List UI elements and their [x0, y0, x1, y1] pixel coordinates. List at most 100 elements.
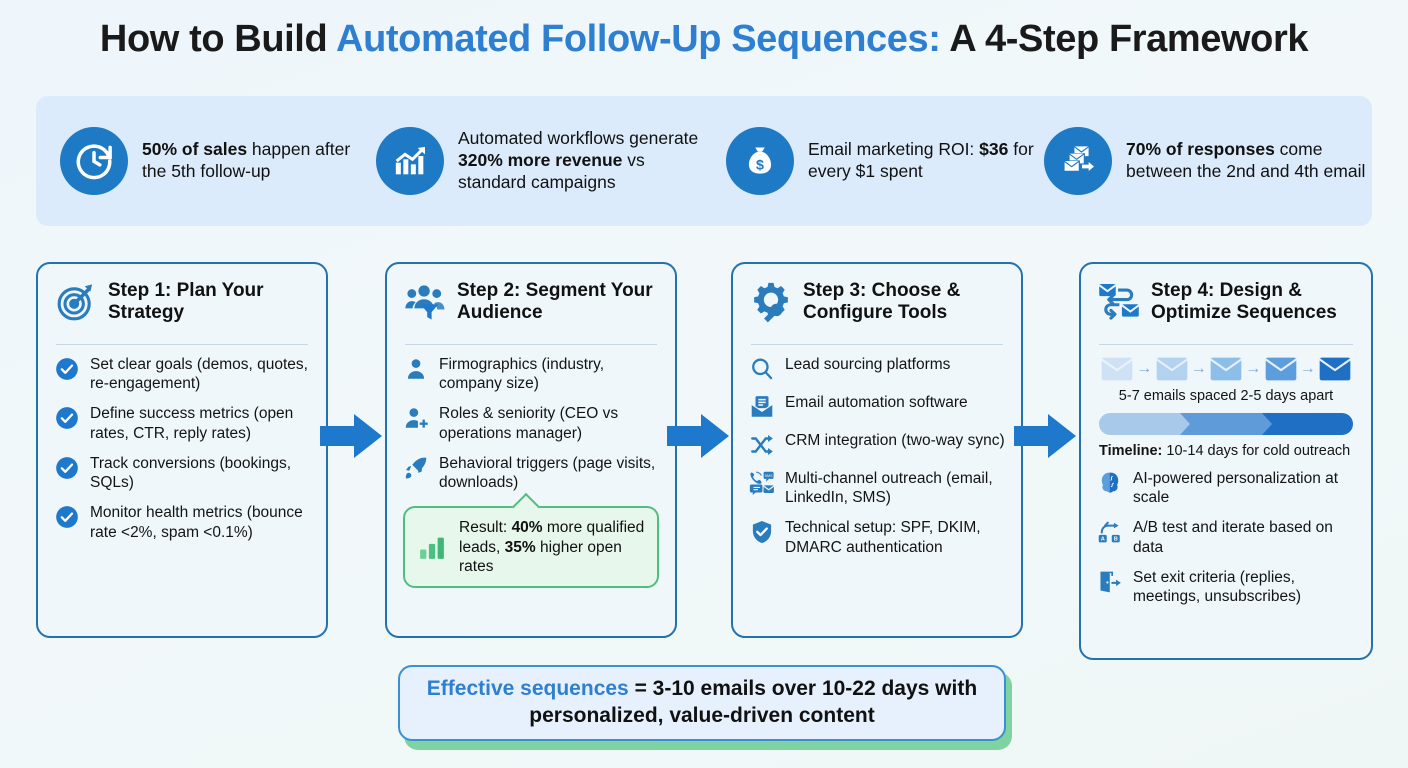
envelope-icon: [1264, 357, 1297, 381]
shield-check-icon: [749, 519, 775, 545]
list-item-label: Technical setup: SPF, DKIM, DMARC authen…: [785, 519, 981, 556]
check-circle-icon: [54, 405, 80, 431]
stat-bold-2: $36: [979, 139, 1009, 160]
sequence-arrow-icon: →: [1136, 360, 1153, 377]
timeline-progress-bar: [1099, 413, 1353, 435]
envelope-icon: [1210, 357, 1242, 381]
envelope-icon: [1101, 357, 1133, 381]
step-1-title: Step 1: Plan Your Strategy: [108, 280, 264, 324]
step-4-header: Step 4: Design & Optimize Sequences: [1097, 278, 1355, 334]
step-4-title: Step 4: Design & Optimize Sequences: [1151, 280, 1337, 324]
clock-rotate-icon: [60, 127, 128, 195]
summary-accent: Effective sequences: [426, 677, 629, 701]
result-b1: 40%: [511, 519, 543, 537]
result-post: higher open rates: [459, 538, 622, 576]
list-item: Firmographics (industry, company size): [403, 355, 659, 393]
list-item-label: AI-powered personalization at scale: [1133, 470, 1339, 507]
shuffle-sync-icon: [749, 432, 775, 458]
list-item: Set clear goals (demos, quotes, re-engag…: [54, 355, 310, 393]
stat-text-2: Email marketing ROI: $36 for every $1 sp…: [808, 139, 1036, 183]
result-pre: Result:: [459, 519, 512, 537]
stat-card-0: 50% of sales happen after the 5th follow…: [36, 127, 366, 195]
list-item: AI-powered personalization at scale: [1097, 469, 1355, 507]
flow-arrow-2-to-3: [667, 412, 729, 460]
sequence-arrow-icon: →: [1245, 360, 1262, 377]
step-1-items: Set clear goals (demos, quotes, re-engag…: [54, 355, 310, 542]
list-item: Set exit criteria (replies, meetings, un…: [1097, 568, 1355, 606]
bar-chart-icon: [417, 532, 447, 562]
step-card-1: Step 1: Plan Your Strategy Set clear goa…: [36, 262, 328, 638]
svg-text:A: A: [1101, 537, 1105, 543]
step-3-header: Step 3: Choose & Configure Tools: [749, 278, 1005, 334]
list-item: SMS Multi-channel outreach (email, Linke…: [749, 469, 1005, 507]
title-accent: Automated Follow-Up Sequences:: [336, 18, 941, 60]
emails-stack-icon: [1044, 127, 1112, 195]
check-circle-icon: [54, 356, 80, 382]
title-pre: How to Build: [99, 18, 337, 60]
title-post: A 4-Step Framework: [940, 18, 1309, 60]
flow-arrow-1-to-2: [320, 412, 382, 460]
stat-bold-1: 320% more revenue: [458, 150, 623, 171]
timeline-segment-1: [1099, 413, 1191, 435]
brain-ai-icon: [1097, 470, 1123, 496]
stat-pre-2: Email marketing ROI:: [808, 139, 980, 160]
stat-rest-2: for every $1 spent: [808, 139, 1034, 181]
timeline-label-bold: Timeline:: [1099, 443, 1163, 459]
growth-chart-icon: [376, 127, 444, 195]
list-item-label: Track conversions (bookings, SQLs): [90, 454, 292, 492]
stat-card-1: Automated workflows generate 320% more r…: [366, 127, 716, 195]
step-4-divider: [1099, 344, 1353, 345]
check-circle-icon: [54, 455, 80, 481]
envelope-icon: [1319, 357, 1351, 381]
list-item-label: Firmographics (industry, company size): [439, 356, 605, 393]
list-item-label: Lead sourcing platforms: [785, 356, 951, 373]
target-arrow-icon: [54, 280, 98, 324]
timeline-segment-3: [1261, 413, 1353, 435]
step-card-4: Step 4: Design & Optimize Sequences → → …: [1079, 262, 1373, 660]
email-automation-icon: [749, 394, 775, 420]
sequence-arrow-icon: →: [1190, 360, 1207, 377]
stat-card-3: 70% of responses come between the 2nd an…: [1036, 127, 1372, 195]
step-2-result-text: Result: 40% more qualified leads, 35% hi…: [459, 518, 645, 576]
flow-arrow-3-to-4: [1014, 412, 1076, 460]
search-icon: [749, 356, 775, 382]
stat-text-0: 50% of sales happen after the 5th follow…: [142, 139, 366, 183]
email-loop-icon: [1097, 280, 1141, 324]
step-2-title: Step 2: Segment Your Audience: [457, 280, 653, 324]
stat-rest-3: come between the 2nd and 4th email: [1126, 139, 1366, 181]
timeline-label-rest: 10-14 days for cold outreach: [1162, 443, 1351, 459]
step-2-header: Step 2: Segment Your Audience: [403, 278, 659, 334]
list-item: Email automation software: [749, 393, 1005, 420]
gear-wrench-icon: [749, 280, 793, 324]
step-card-3: Step 3: Choose & Configure Tools Lead so…: [731, 262, 1023, 638]
step-3-title: Step 3: Choose & Configure Tools: [803, 280, 961, 324]
person-icon: [403, 356, 429, 382]
sequence-caption: 5-7 emails spaced 2-5 days apart: [1118, 388, 1334, 404]
list-item: Monitor health metrics (bounce rate <2%,…: [54, 503, 310, 541]
svg-text:$: $: [756, 158, 764, 174]
sequence-arrow-icon: →: [1299, 360, 1316, 377]
list-item: Lead sourcing platforms: [749, 355, 1005, 382]
check-circle-icon: [54, 504, 80, 530]
list-item: Track conversions (bookings, SQLs): [54, 454, 310, 492]
list-item-label: Set exit criteria (replies, meetings, un…: [1133, 568, 1301, 606]
stats-banner: 50% of sales happen after the 5th follow…: [36, 96, 1372, 226]
list-item: Technical setup: SPF, DKIM, DMARC authen…: [749, 518, 1005, 556]
list-item-label: Set clear goals (demos, quotes, re-engag…: [90, 356, 308, 393]
stat-text-3: 70% of responses come between the 2nd an…: [1126, 139, 1372, 183]
money-bag-icon: $: [726, 127, 794, 195]
email-sequence-strip: → → → →: [1097, 355, 1355, 381]
step-2-items: Firmographics (industry, company size) R…: [403, 355, 659, 492]
step-3-items: Lead sourcing platforms Email automation…: [749, 355, 1005, 557]
stat-pre-1: Automated workflows generate: [458, 128, 699, 149]
step-1-divider: [56, 344, 308, 345]
list-item: Roles & seniority (CEO vs operations man…: [403, 404, 659, 442]
list-item-label: Email automation software: [785, 394, 968, 411]
summary-rest: = 3-10 emails over 10-22 days with perso…: [529, 677, 978, 727]
summary-banner: Effective sequences = 3-10 emails over 1…: [398, 665, 1006, 741]
step-card-2: Step 2: Segment Your Audience Firmograph…: [385, 262, 677, 638]
